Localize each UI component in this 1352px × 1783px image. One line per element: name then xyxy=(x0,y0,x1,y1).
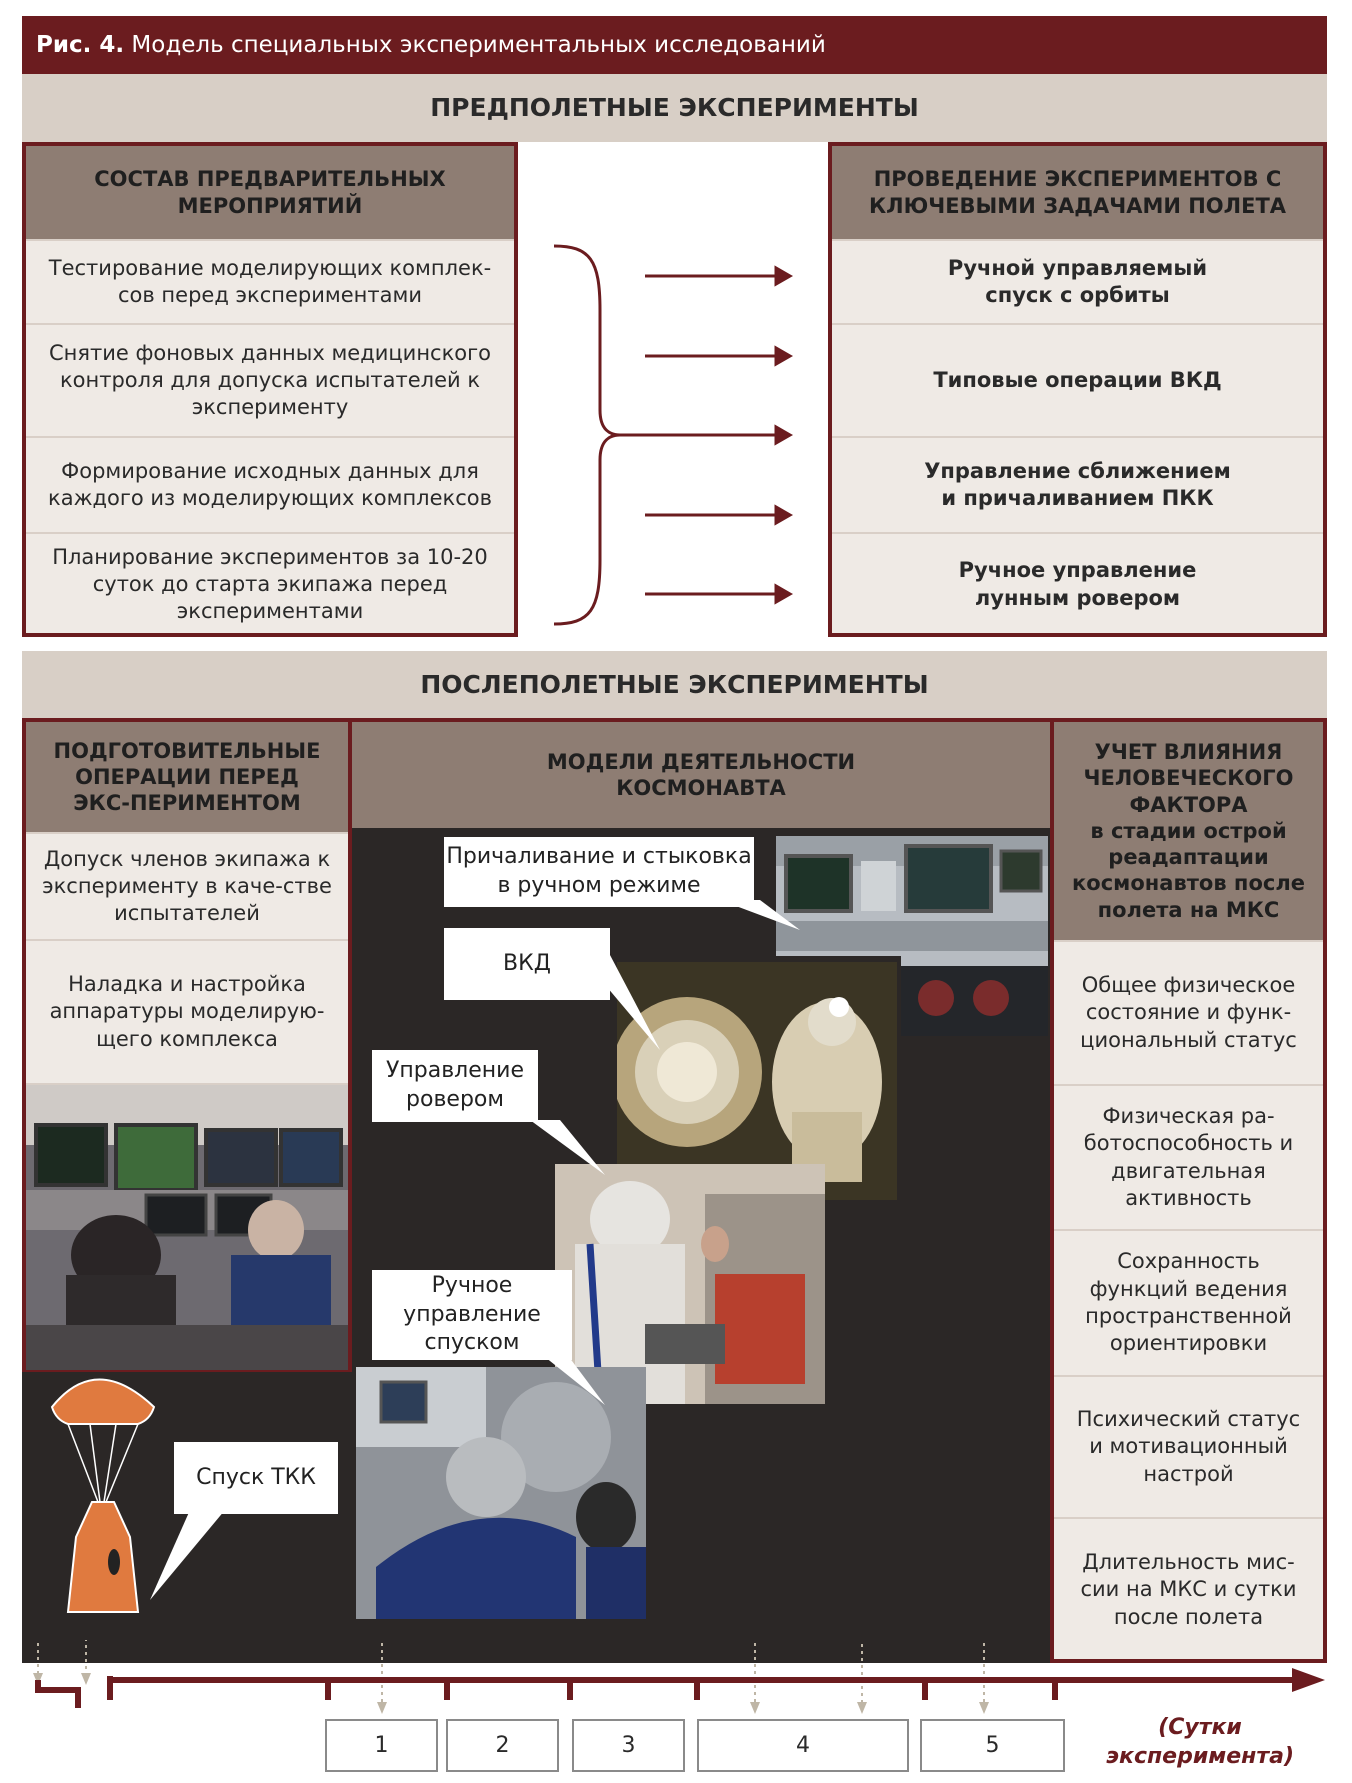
arrow-head xyxy=(774,424,794,446)
preflight-right-item: Ручное управление лунным ровером xyxy=(958,558,1197,610)
figure-header: Рис. 4. Модель специальных экспериментал… xyxy=(22,16,1327,74)
parachute-icon xyxy=(50,1378,156,1425)
descent-callout: Ручное управление спуском xyxy=(372,1270,572,1360)
rover-callout: Управление ровером xyxy=(372,1050,538,1122)
timeline-dashed-lines xyxy=(37,1640,985,1705)
postflight-title: ПОСЛЕПОЛЕТНЫЕ ЭКСПЕРИМЕНТЫ xyxy=(22,651,1327,718)
preflight-right-header: ПРОВЕДЕНИЕ ЭКСПЕРИМЕНТОВ С КЛЮЧЕВЫМИ ЗАД… xyxy=(832,146,1323,241)
day-box-1: 1 xyxy=(325,1719,438,1772)
day-box-3: 3 xyxy=(572,1719,685,1772)
capsule-icon xyxy=(66,1501,140,1613)
day-box-4: 4 xyxy=(697,1719,909,1772)
arrow-head xyxy=(774,504,794,526)
timeline-unit-label: (Сутки эксперимента) xyxy=(1105,1715,1295,1769)
preflight-right-item: Управление сближением и причаливанием ПК… xyxy=(832,438,1323,534)
preflight-title: ПРЕДПОЛЕТНЫЕ ЭКСПЕРИМЕНТЫ xyxy=(22,74,1327,142)
day-box-2: 2 xyxy=(446,1719,559,1772)
postflight-middle-header-box: МОДЕЛИ ДЕЯТЕЛЬНОСТИ КОСМОНАВТА xyxy=(352,718,1050,828)
parachute-capsule xyxy=(50,1378,156,1613)
descent-illustration xyxy=(356,1367,646,1619)
descent-photo xyxy=(356,1367,646,1619)
postflight-left-panel: ПОДГОТОВИТЕЛЬНЫЕ ОПЕРАЦИИ ПЕРЕД ЭКС-ПЕРИ… xyxy=(22,718,352,1372)
postflight-right-item: Длительность мис-сии на МКС и сутки посл… xyxy=(1080,1550,1297,1629)
postflight-right-item: Психический статус и мотивационный настр… xyxy=(1054,1377,1323,1519)
brace-arrows xyxy=(553,244,794,626)
timeline-start-bracket xyxy=(35,1680,81,1708)
figure-label: Рис. 4. xyxy=(36,32,125,58)
curly-brace xyxy=(553,244,621,626)
postflight-middle-header: МОДЕЛИ ДЕЯТЕЛЬНОСТИ КОСМОНАВТА xyxy=(352,722,1050,828)
timeline-ticks xyxy=(325,1680,1058,1700)
human-factor-title: УЧЕТ ВЛИЯНИЯ ЧЕЛОВЕЧЕСКОГО ФАКТОРА xyxy=(1083,740,1294,817)
arrow-head xyxy=(774,265,794,287)
control-room-photo xyxy=(26,1085,348,1370)
preflight-left-header: СОСТАВ ПРЕДВАРИТЕЛЬНЫХ МЕРОПРИЯТИЙ xyxy=(26,146,514,241)
preflight-right-panel: ПРОВЕДЕНИЕ ЭКСПЕРИМЕНТОВ С КЛЮЧЕВЫМИ ЗАД… xyxy=(828,142,1327,637)
timeline-arrow-head xyxy=(1292,1668,1325,1692)
preflight-right-item: Типовые операции ВКД xyxy=(832,325,1323,438)
postflight-right-item: Физическая ра-ботоспособность и двигател… xyxy=(1054,1086,1323,1231)
postflight-left-item: Допуск членов экипажа к эксперименту в к… xyxy=(26,834,348,941)
preflight-left-item: Тестирование моделирующих комплек-сов пе… xyxy=(26,241,514,325)
eva-callout: ВКД xyxy=(444,928,610,1000)
control-room-illustration xyxy=(26,1085,348,1370)
arrow-head xyxy=(774,345,794,367)
docking-callout: Причаливание и стыковка в ручном режиме xyxy=(444,837,754,907)
preflight-left-item: Формирование исходных данных для каждого… xyxy=(26,438,514,534)
figure-title: Модель специальных экспериментальных исс… xyxy=(131,32,826,58)
postflight-right-header: УЧЕТ ВЛИЯНИЯ ЧЕЛОВЕЧЕСКОГО ФАКТОРА в ста… xyxy=(1054,722,1323,942)
postflight-right-item: Общее физическое состояние и функ-ционал… xyxy=(1054,942,1323,1086)
parachute-lines xyxy=(67,1423,139,1503)
day-box-5: 5 xyxy=(920,1719,1065,1772)
tkk-callout: Спуск ТКК xyxy=(174,1442,338,1514)
human-factor-subtitle: в стадии острой реадаптации космонавтов … xyxy=(1072,818,1305,922)
postflight-right-panel: УЧЕТ ВЛИЯНИЯ ЧЕЛОВЕЧЕСКОГО ФАКТОРА в ста… xyxy=(1050,718,1327,1663)
preflight-left-item: Планирование экспериментов за 10-20 суто… xyxy=(52,544,488,624)
postflight-left-header: ПОДГОТОВИТЕЛЬНЫЕ ОПЕРАЦИИ ПЕРЕД ЭКС-ПЕРИ… xyxy=(26,722,348,834)
preflight-left-item: Снятие фоновых данных медицинского контр… xyxy=(26,325,514,438)
arrow-head xyxy=(774,583,794,605)
preflight-right-item: Ручной управляемый спуск с орбиты xyxy=(832,241,1323,325)
preflight-left-panel: СОСТАВ ПРЕДВАРИТЕЛЬНЫХ МЕРОПРИЯТИЙ Тести… xyxy=(22,142,518,637)
postflight-left-item: Наладка и настройка аппаратуры моделирую… xyxy=(26,941,348,1085)
timeline-tick-arrows xyxy=(33,1673,989,1714)
timeline xyxy=(33,1640,1325,1714)
postflight-right-item: Сохранность функций ведения пространстве… xyxy=(1054,1231,1323,1377)
